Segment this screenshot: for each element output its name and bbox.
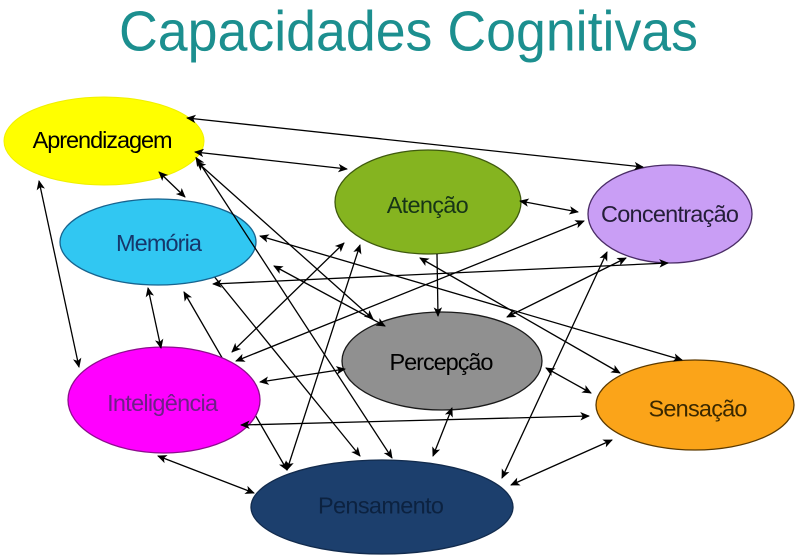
svg-text:Memória: Memória [116,230,203,256]
svg-text:Pensamento: Pensamento [318,493,444,519]
svg-text:Sensação: Sensação [649,396,748,422]
svg-text:Percepção: Percepção [390,349,494,375]
svg-text:Capacidades Cognitivas: Capacidades Cognitivas [119,0,698,64]
svg-text:Inteligência: Inteligência [107,390,219,416]
svg-text:Atenção: Atenção [387,192,469,218]
svg-text:Concentração: Concentração [601,201,739,227]
svg-text:Aprendizagem: Aprendizagem [33,127,173,153]
